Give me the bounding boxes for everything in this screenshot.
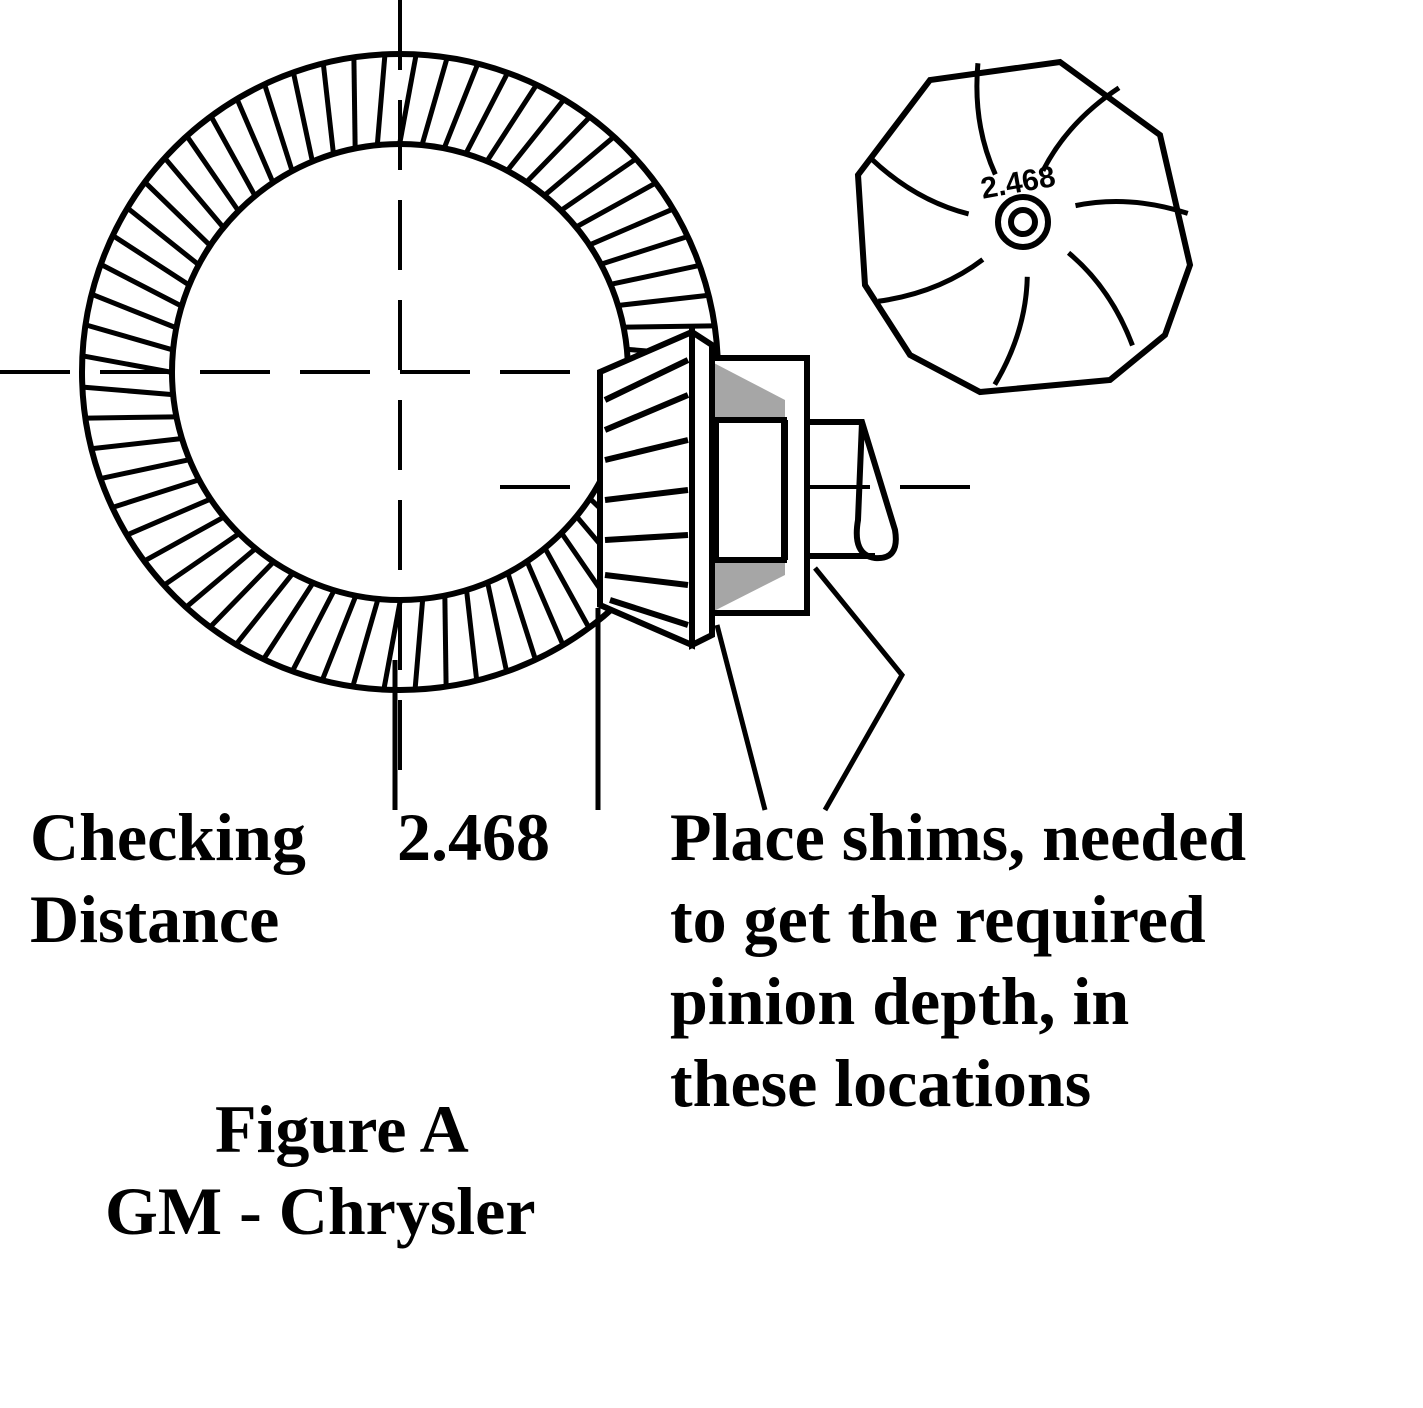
gear-tooth — [291, 73, 315, 161]
gear-tooth — [576, 181, 656, 229]
pinion-face-tooth — [992, 276, 1030, 386]
gear-tooth — [374, 56, 388, 144]
gear-tooth — [543, 548, 591, 628]
pinion-face-tooth — [869, 156, 970, 217]
gear-tooth — [611, 263, 699, 287]
gear-tooth — [86, 322, 172, 352]
checking-label: Checking — [30, 799, 306, 875]
gear-tooth — [262, 583, 315, 659]
gear-tooth — [164, 157, 225, 228]
gear-tooth — [350, 600, 380, 686]
gear-tooth — [420, 58, 450, 144]
gear-tooth — [101, 263, 182, 308]
gear-tooth — [127, 497, 210, 537]
gear-tooth — [185, 547, 256, 608]
shim-note-line: these locations — [670, 1045, 1092, 1121]
gear-tooth — [397, 55, 419, 143]
shim-note-line: to get the required — [670, 881, 1206, 957]
pinion-face-tooth — [1040, 85, 1121, 172]
distance-label: Distance — [30, 881, 280, 957]
gear-tooth — [83, 353, 171, 375]
gear-tooth — [625, 323, 713, 330]
gear-tooth — [464, 591, 479, 679]
gear-tooth — [544, 136, 615, 197]
pinion-face-tooth — [877, 257, 985, 304]
gear-tooth — [442, 597, 449, 685]
gear-tooth — [92, 292, 176, 330]
figure-caption-subtitle: GM - Chrysler — [105, 1173, 536, 1249]
gear-tooth — [506, 574, 538, 659]
gear-tooth — [164, 532, 239, 587]
gear-tooth — [321, 65, 336, 153]
pinion-face-tooth — [1066, 250, 1135, 347]
gear-tooth — [320, 596, 358, 680]
pinion-shaft — [807, 419, 899, 562]
gear-tooth — [464, 73, 509, 154]
shim-note-line: Place shims, needed — [670, 799, 1247, 875]
pinion-face-view — [854, 58, 1194, 396]
shim-note-line: pinion depth, in — [670, 963, 1130, 1039]
gear-tooth — [525, 116, 591, 183]
gear-tooth — [351, 59, 358, 147]
gear-tooth — [113, 234, 189, 287]
gear-tooth — [485, 85, 538, 161]
gear-tooth — [485, 583, 509, 671]
figure-caption-title: Figure A — [215, 1091, 469, 1167]
pinion-bearing — [709, 355, 810, 616]
gear-tooth — [235, 99, 275, 182]
gear-tooth — [442, 64, 480, 148]
gear-tooth — [602, 234, 687, 266]
leader-lines — [392, 566, 906, 812]
gear-tooth — [113, 478, 198, 510]
gear-tooth — [144, 181, 211, 247]
gear-tooth — [561, 157, 636, 212]
gear-tooth — [93, 436, 181, 451]
pinion-face-tooth — [974, 63, 998, 176]
gear-tooth — [619, 293, 707, 308]
pinion-face-tooth — [1074, 199, 1189, 216]
gear-tooth — [525, 562, 565, 645]
gear-tooth — [262, 85, 294, 170]
gear-tooth — [127, 207, 199, 266]
gear-tooth — [381, 601, 403, 689]
gear-tooth — [291, 590, 336, 671]
gear-tooth — [506, 99, 565, 171]
pinion-gear — [597, 326, 715, 650]
gear-tooth — [209, 116, 257, 196]
gear-tooth — [235, 573, 294, 645]
gear-tooth — [590, 207, 673, 247]
gear-tooth — [144, 515, 224, 563]
gear-tooth — [101, 457, 189, 481]
gear-tooth — [84, 384, 172, 398]
gear-tooth — [412, 600, 426, 688]
gear-tooth — [87, 414, 175, 421]
checking-distance-value: 2.468 — [397, 799, 550, 875]
centerlines — [0, 0, 1000, 800]
gear-tooth — [185, 136, 240, 211]
gear-tooth — [209, 561, 275, 628]
